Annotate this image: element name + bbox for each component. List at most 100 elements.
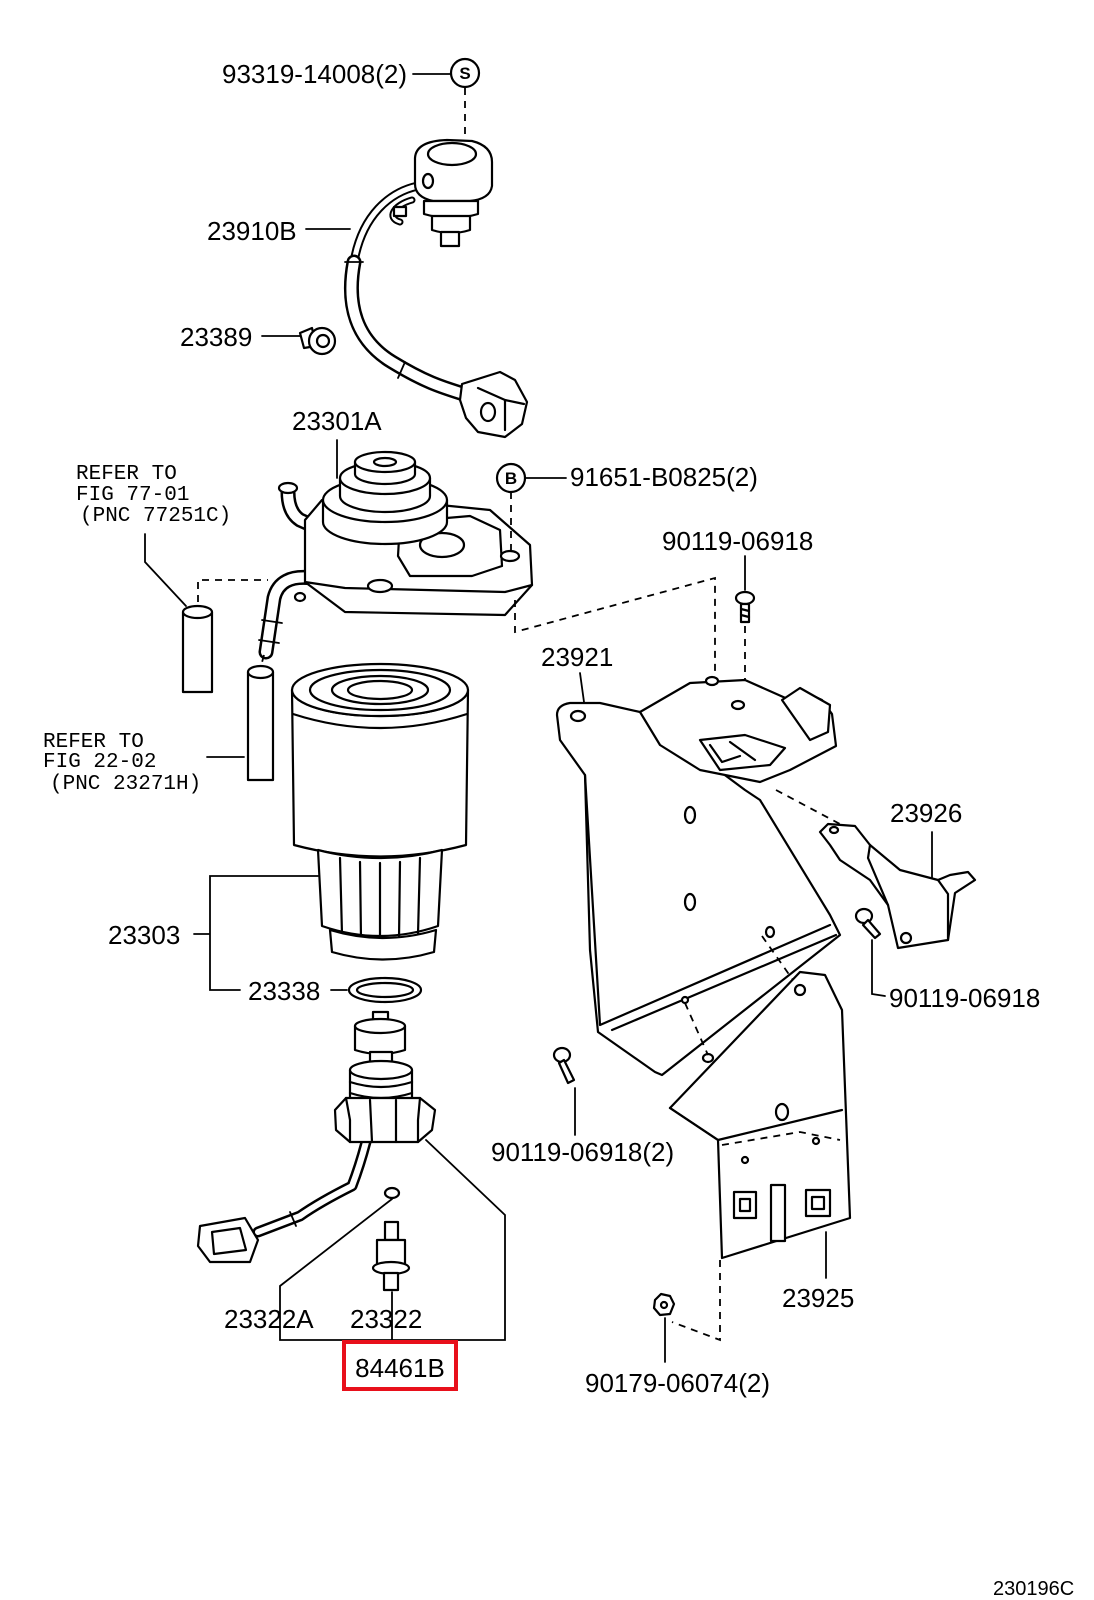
drain-hex-nut	[333, 1096, 437, 1144]
lower-plate-slot	[769, 1183, 787, 1243]
dashed-guide	[684, 1002, 709, 1056]
clip-window	[738, 1197, 752, 1213]
label-element: 23303	[108, 920, 180, 950]
label-bracket-plate: 23925	[782, 1283, 854, 1313]
harness-sheath-fill	[346, 257, 475, 401]
label-gasket: 23338	[248, 976, 320, 1006]
highlight-box	[342, 1340, 458, 1391]
harness-connector	[458, 370, 529, 439]
label-bolt-right: 90119-06918	[889, 983, 1040, 1013]
dashed-guide	[671, 1260, 721, 1342]
s-mark-letter: S	[459, 64, 470, 83]
refer-lower-line1: REFER TO	[43, 731, 144, 754]
bolt-right: 90119-06918	[854, 907, 1040, 1013]
bracket-fold	[610, 933, 838, 1032]
switch-connector	[196, 1216, 260, 1264]
leader-line	[579, 672, 585, 703]
hose-piece-lower	[246, 670, 275, 782]
bolt-shank	[557, 1058, 576, 1085]
small-bracket-fold	[866, 843, 950, 942]
bolt-shank	[861, 918, 882, 940]
hose-piece-upper	[181, 610, 214, 694]
sheath-band	[397, 361, 406, 379]
refer-lower-line3: (PNC 23271H)	[50, 773, 201, 796]
bolt-head	[734, 590, 756, 606]
switch-tip	[383, 1220, 400, 1242]
sensor-hole	[421, 172, 435, 190]
label-switch: 23322	[350, 1304, 422, 1334]
nut: 90179-06074(2)	[585, 1292, 770, 1398]
small-bracket-hole	[899, 931, 913, 945]
leader-line	[144, 533, 187, 607]
bolt-left: 90119-06918(2)	[491, 1046, 674, 1167]
switch-body	[375, 1238, 407, 1266]
label-bracket-main: 23921	[541, 642, 613, 672]
top-screw-callout: 93319-14008(2) S	[222, 57, 481, 140]
wire-outline	[349, 181, 423, 267]
element-top-bore	[346, 679, 414, 701]
lower-plate-body	[668, 970, 852, 1260]
bolt-threads	[739, 607, 751, 619]
bolt-head	[552, 1046, 572, 1064]
plate-edge	[303, 580, 534, 594]
slot-detail	[708, 740, 757, 764]
hex-facets	[344, 1096, 422, 1144]
label-head: 23301A	[292, 406, 382, 436]
port-hole	[366, 578, 394, 594]
hose-band	[258, 639, 280, 644]
label-drain-assembly: 84461B	[355, 1353, 445, 1383]
upper-fitting-end	[277, 481, 299, 495]
bracket-hole	[704, 675, 720, 687]
refer-upper-line3: (PNC 77251C)	[80, 505, 231, 528]
bracket-hole	[764, 925, 776, 939]
refer-upper: REFER TO FIG 77-01 (PNC 77251C)	[76, 463, 268, 694]
element-seam	[291, 712, 469, 730]
label-head-bolt: 91651-B0825(2)	[570, 462, 758, 492]
bracket-hole	[569, 709, 587, 723]
bolt-hole	[499, 549, 521, 563]
label-clamp: 23389	[180, 322, 252, 352]
bracket-main: 23921	[541, 642, 856, 1077]
switch-wire-fill	[255, 1139, 369, 1235]
connector-latch	[479, 401, 497, 423]
dashed-guide	[197, 579, 268, 602]
drain-upper-top	[353, 1017, 407, 1035]
flange-bore	[418, 531, 466, 559]
lower-plate-fold	[668, 1106, 844, 1142]
label-sensor: 23910B	[207, 216, 297, 246]
sensor-assembly: 23910B	[207, 138, 529, 439]
bolt-top: 90119-06918	[662, 526, 813, 684]
bracket-plate-lower: 23925	[668, 970, 854, 1342]
small-bracket-hole	[828, 825, 840, 835]
head-bolt-callout: B 91651-B0825(2)	[495, 462, 758, 672]
element-ribs	[338, 856, 422, 943]
sensor-tip	[439, 230, 461, 248]
refer-upper-line2: FIG 77-01	[76, 484, 189, 507]
dashed-guide	[775, 789, 856, 833]
label-bolt-top: 90119-06918	[662, 526, 813, 556]
refer-lower-line2: FIG 22-02	[43, 751, 156, 774]
bracket-fold	[583, 773, 832, 1027]
label-top-screw: 93319-14008(2)	[222, 59, 407, 89]
small-bracket-body	[818, 822, 977, 950]
figure-code: 230196C	[993, 1578, 1074, 1600]
filter-element: 23303	[108, 662, 470, 991]
dashed-guide	[721, 1131, 841, 1146]
label-nut: 90179-06074(2)	[585, 1368, 770, 1398]
bolt-shank	[739, 602, 751, 624]
b-mark-letter: B	[505, 469, 517, 488]
connector-detail	[476, 386, 526, 432]
bracket-hole	[730, 699, 746, 711]
bracket-small: 23926	[818, 798, 977, 950]
dashed-guide	[260, 654, 265, 667]
drain-assembly: 23322A 23322 84461B	[196, 1010, 506, 1391]
sensor-cap	[426, 141, 478, 167]
label-bracket-small: 23926	[890, 798, 962, 828]
hose-band	[261, 619, 283, 624]
clamp: 23389	[180, 322, 337, 356]
wire-fill	[351, 183, 421, 265]
gasket-inner	[355, 981, 415, 999]
clip-window	[810, 1195, 826, 1211]
oring	[383, 1186, 401, 1200]
